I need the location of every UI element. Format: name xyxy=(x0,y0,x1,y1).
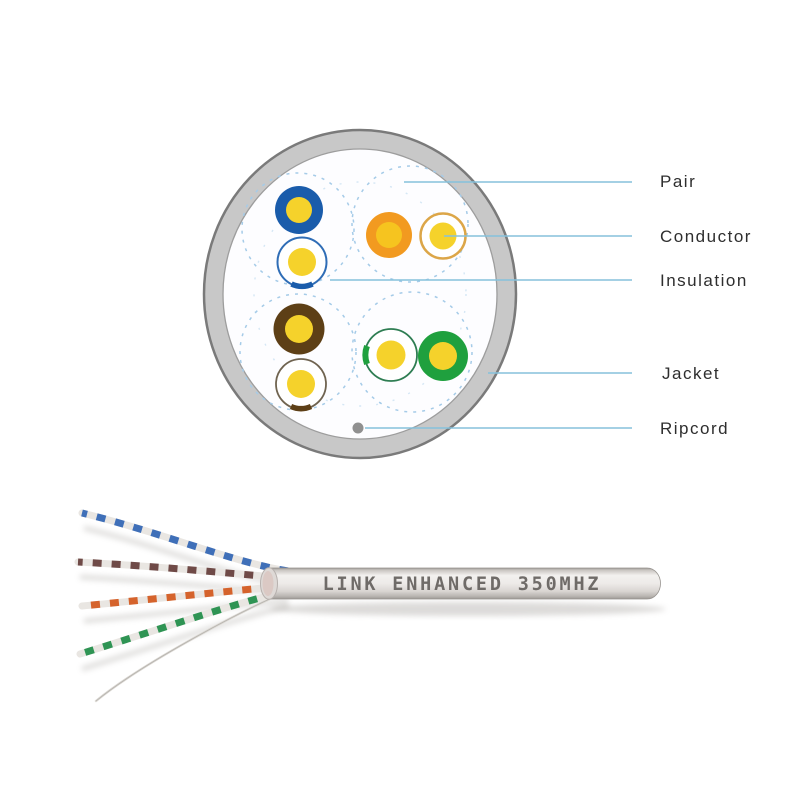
wire-brown xyxy=(273,303,325,355)
twisted-pair-blue xyxy=(78,509,292,575)
wire-blue-conductor xyxy=(286,197,312,223)
cable-photo: LINK ENHANCED 350MHZ xyxy=(74,509,666,703)
ripcord-dot xyxy=(352,422,364,434)
dash-noise-circle xyxy=(253,181,467,407)
wire-white-green-conductor xyxy=(376,340,406,370)
callout-label-conductor: Conductor xyxy=(660,227,752,246)
wire-orange-conductor xyxy=(376,222,402,248)
pair-blue-color-strand xyxy=(81,509,289,575)
wire-white-green xyxy=(362,328,418,382)
wire-white-brown-stripe xyxy=(289,403,313,412)
wire-white-orange xyxy=(419,212,467,260)
cable-shadow xyxy=(270,602,666,616)
wire-white-brown xyxy=(275,358,327,412)
cross-jacket-inner xyxy=(222,148,498,440)
wire-green xyxy=(418,331,468,381)
pair-dashed-circle-orange xyxy=(351,165,469,283)
wire-white-blue xyxy=(276,236,328,290)
pair-dashed-circle-green xyxy=(351,291,473,413)
wire-blue xyxy=(275,186,323,234)
cable-cross-section xyxy=(202,128,632,460)
wire-green-conductor xyxy=(429,342,457,370)
wire-orange xyxy=(366,212,412,258)
pair-dashed-circle-blue xyxy=(241,172,355,286)
wire-white-orange-conductor xyxy=(429,222,457,250)
callout-label-insulation: Insulation xyxy=(660,271,748,290)
callout-label-ripcord: Ripcord xyxy=(660,419,730,438)
photo-jacket xyxy=(268,567,661,600)
wire-white-brown-conductor xyxy=(287,370,315,398)
wire-brown-conductor xyxy=(285,315,313,343)
wire-white-blue-stripe xyxy=(290,281,314,290)
callout-label-jacket: Jacket xyxy=(662,364,721,383)
wire-white-green-stripe xyxy=(362,344,370,366)
jacket-print-text: LINK ENHANCED 350MHZ xyxy=(323,574,602,595)
photo-jacket-mouth-inner xyxy=(262,571,274,596)
callout-label-pair: Pair xyxy=(660,172,697,191)
wire-white-blue-conductor xyxy=(288,248,316,276)
photo-ripcord-string-edge xyxy=(95,592,284,702)
